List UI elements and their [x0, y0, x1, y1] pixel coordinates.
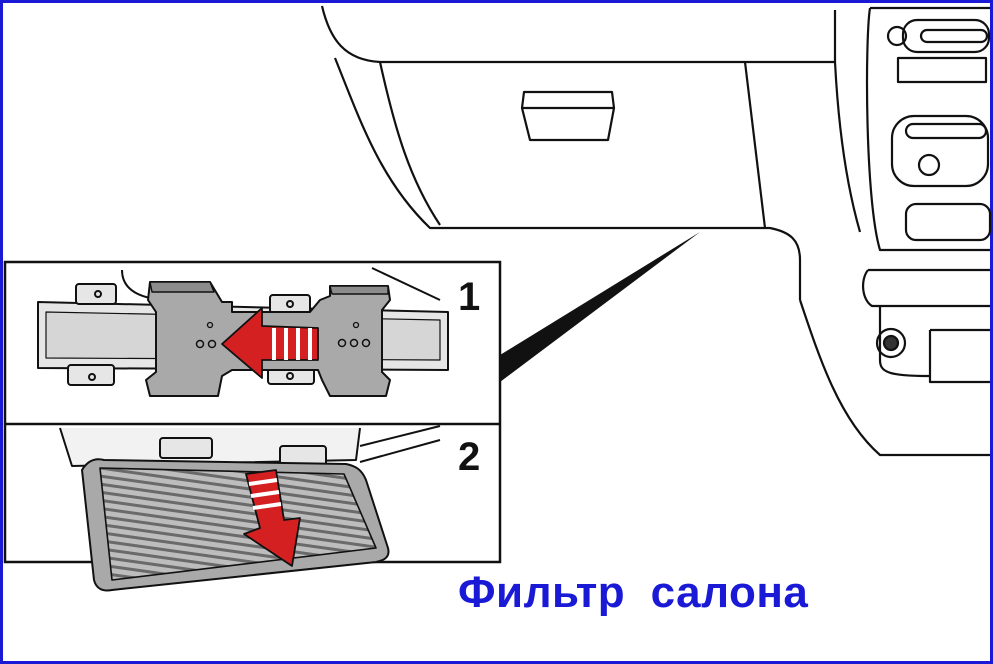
- console-panel-mid: [890, 114, 990, 188]
- console-knob-top: [886, 25, 908, 47]
- glovebox-outline: [333, 57, 802, 300]
- console-vent-top: [901, 18, 991, 54]
- step-number-2: 2: [458, 435, 480, 479]
- console-display: [896, 56, 988, 84]
- step-1-illustration: [37, 267, 449, 397]
- dashboard-glovebox: [320, 5, 992, 457]
- caption-title: Фильтр салона: [458, 568, 809, 617]
- pointer-wedge: [500, 232, 700, 382]
- arrow-pull-out: [243, 469, 301, 567]
- step-number-1: 1: [458, 275, 480, 319]
- arrow-slide-left: [221, 307, 319, 379]
- step-2-illustration: [59, 425, 441, 592]
- console-knob-mid: [917, 153, 941, 177]
- glovebox-handle: [520, 90, 616, 110]
- console-socket: [875, 327, 907, 359]
- console-panel-low: [904, 202, 992, 242]
